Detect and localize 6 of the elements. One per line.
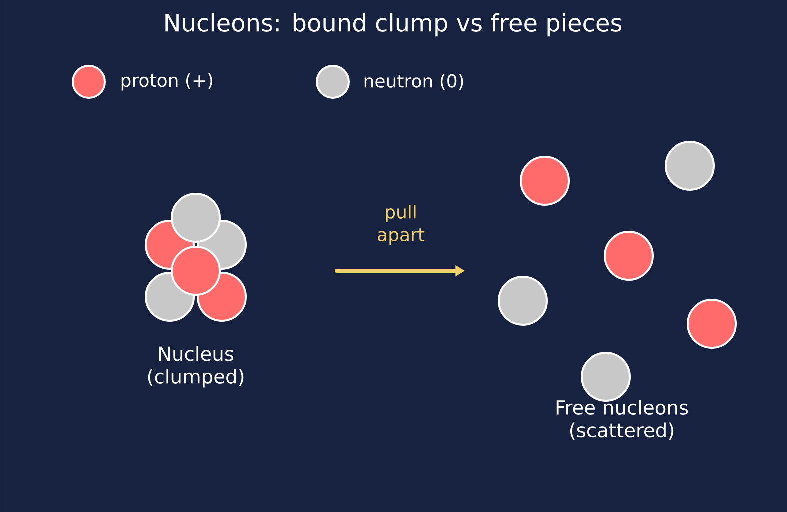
legend-label: proton (+): [122, 73, 212, 91]
caption-label: Nucleus (clumped): [148, 346, 244, 388]
legend-label: neutron (0): [364, 74, 464, 90]
title: Nucleons: bound clump vs free pieces: [166, 13, 622, 37]
arrow-label: pull apart: [378, 204, 425, 246]
caption-label: Free nucleons (scattered): [556, 400, 688, 440]
